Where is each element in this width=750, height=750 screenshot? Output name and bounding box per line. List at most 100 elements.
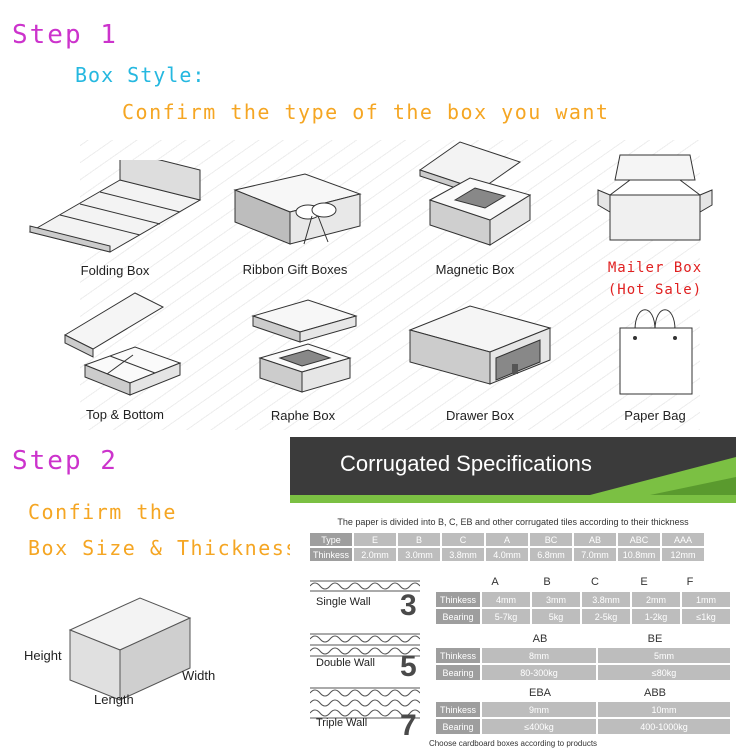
sw-header: E xyxy=(640,576,648,588)
single-wall-label: Single Wall xyxy=(316,596,371,608)
dw-thickness-label: Thinkess xyxy=(436,648,480,663)
tw-bearing-cell: 400-1000kg xyxy=(598,719,730,734)
single-wall-number: 3 xyxy=(400,589,417,622)
type-cell: BC xyxy=(530,533,572,546)
box-item-magnetic[interactable]: Magnetic Box xyxy=(400,140,550,280)
sw-thickness-label: Thinkess xyxy=(436,592,480,607)
hot-sale-badge: (Hot Sale) xyxy=(607,282,703,298)
step1-subtitle: Box Style: xyxy=(75,63,206,87)
type-cell: C xyxy=(442,533,484,546)
tw-header: ABB xyxy=(643,687,666,699)
thickness-cell: 6.8mm xyxy=(530,548,572,561)
spec-footer: Choose cardboard boxes according to prod… xyxy=(428,739,598,748)
sw-header: A xyxy=(491,576,499,588)
thickness-cell: 12mm xyxy=(662,548,704,561)
box-item-mailer[interactable]: Mailer Box (Hot Sale) xyxy=(590,150,720,310)
triple-wall-number: 7 xyxy=(400,709,417,742)
box-item-drawer[interactable]: Drawer Box xyxy=(400,298,560,428)
dw-header: BE xyxy=(647,633,663,645)
box-item-raphe[interactable]: Raphe Box xyxy=(238,298,368,428)
step2-title: Step 2 xyxy=(12,446,118,476)
box-item-top-bottom[interactable]: Top & Bottom xyxy=(55,285,195,425)
dimension-diagram: Height Width Length xyxy=(20,590,260,730)
step2-line1: Confirm the xyxy=(28,500,177,524)
magnetic-box-illustration xyxy=(418,141,532,246)
single-wall-wave-icon xyxy=(310,580,420,592)
sw-thickness-cell: 3.8mm xyxy=(582,592,630,607)
triple-wall-label: Triple Wall xyxy=(316,717,368,729)
step1-title: Step 1 xyxy=(12,20,118,50)
step2-line2: Box Size & Thickness xyxy=(28,536,299,560)
box-label: Paper Bag xyxy=(624,408,686,423)
type-cell: AB xyxy=(574,533,616,546)
width-label: Width xyxy=(182,668,216,683)
dw-bearing-cell: ≤80kg xyxy=(598,665,730,680)
type-cell: ABC xyxy=(618,533,660,546)
sw-bearing-cell: ≤1kg xyxy=(682,609,730,624)
tw-header: EBA xyxy=(528,687,551,699)
height-label: Height xyxy=(24,648,62,663)
box-label-mailer: Mailer Box xyxy=(607,260,703,276)
dw-thickness-cell: 5mm xyxy=(598,648,730,663)
dw-header: AB xyxy=(532,633,548,645)
dimension-box-illustration xyxy=(68,597,192,701)
sw-header: F xyxy=(686,576,694,588)
raphe-box-illustration xyxy=(251,299,358,393)
ribbon-box-illustration xyxy=(233,173,362,245)
sw-bearing-cell: 5-7kg xyxy=(482,609,530,624)
box-label: Folding Box xyxy=(80,263,150,278)
folding-box-illustration xyxy=(28,149,202,253)
sw-header: B xyxy=(543,576,551,588)
spec-title: Corrugated Specifications xyxy=(340,451,592,476)
triple-wall-wave-icon xyxy=(310,687,420,719)
sw-thickness-cell: 4mm xyxy=(482,592,530,607)
drawer-box-illustration xyxy=(408,305,552,385)
thickness-cell: 2.0mm xyxy=(354,548,396,561)
spec-header-accent xyxy=(290,457,736,503)
thickness-label-cell: Thinkess xyxy=(310,548,352,561)
thickness-cell: 4.0mm xyxy=(486,548,528,561)
dw-bearing-cell: 80-300kg xyxy=(482,665,596,680)
type-cell: AAA xyxy=(662,533,704,546)
box-label: Raphe Box xyxy=(270,408,336,423)
box-item-folding[interactable]: Folding Box xyxy=(20,149,210,280)
type-label-cell: Type xyxy=(310,533,352,546)
tw-thickness-cell: 10mm xyxy=(598,702,730,717)
box-label: Drawer Box xyxy=(446,408,514,423)
box-item-paper-bag[interactable]: Paper Bag xyxy=(600,298,710,428)
sw-thickness-cell: 3mm xyxy=(532,592,580,607)
tw-bearing-cell: ≤400kg xyxy=(482,719,596,734)
double-wall-label: Double Wall xyxy=(316,657,375,669)
thickness-cell: 3.8mm xyxy=(442,548,484,561)
type-cell: A xyxy=(486,533,528,546)
sw-bearing-cell: 2-5kg xyxy=(582,609,630,624)
double-wall-wave-icon xyxy=(310,633,420,657)
box-label: Top & Bottom xyxy=(85,407,165,422)
mailer-box-illustration xyxy=(597,154,713,241)
length-label: Length xyxy=(94,692,134,707)
top-bottom-box-illustration xyxy=(63,292,182,396)
tw-bearing-label: Bearing xyxy=(436,719,480,734)
sw-bearing-cell: 5kg xyxy=(532,609,580,624)
type-cell: E xyxy=(354,533,396,546)
dw-bearing-label: Bearing xyxy=(436,665,480,680)
thickness-cell: 7.0mm xyxy=(574,548,616,561)
thickness-cell: 3.0mm xyxy=(398,548,440,561)
dw-thickness-cell: 8mm xyxy=(482,648,596,663)
double-wall-number: 5 xyxy=(400,650,417,683)
paper-bag-illustration xyxy=(619,309,693,395)
sw-thickness-cell: 2mm xyxy=(632,592,680,607)
step1-instruction: Confirm the type of the box you want xyxy=(122,100,610,124)
sw-header: C xyxy=(591,576,599,588)
box-label: Ribbon Gift Boxes xyxy=(242,262,348,277)
box-label: Magnetic Box xyxy=(435,262,515,277)
thickness-cell: 10.8mm xyxy=(618,548,660,561)
tw-thickness-label: Thinkess xyxy=(436,702,480,717)
spec-description: The paper is divided into B, C, EB and o… xyxy=(337,517,689,527)
tw-thickness-cell: 9mm xyxy=(482,702,596,717)
corrugated-specifications-panel: Corrugated Specifications The paper is d… xyxy=(290,437,736,750)
box-item-ribbon[interactable]: Ribbon Gift Boxes xyxy=(220,172,370,282)
type-cell: B xyxy=(398,533,440,546)
sw-thickness-cell: 1mm xyxy=(682,592,730,607)
sw-bearing-label: Bearing xyxy=(436,609,480,624)
